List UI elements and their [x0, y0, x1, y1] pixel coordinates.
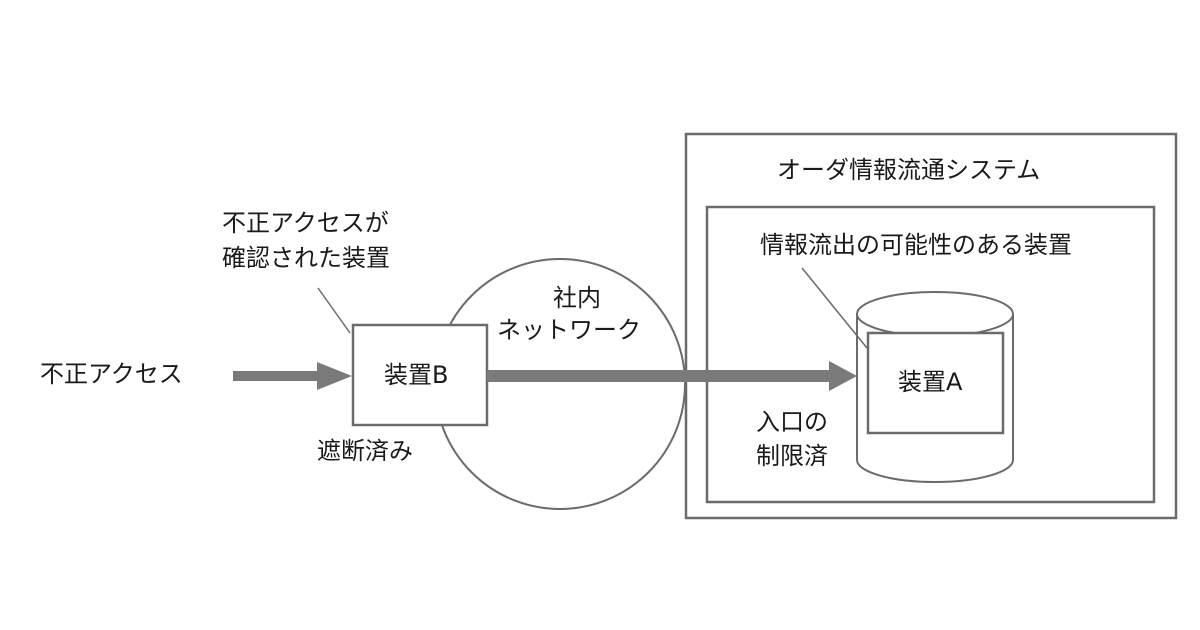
inner-zone-box — [705, 205, 1156, 504]
blocked-label: 遮断済み — [317, 437, 413, 465]
device-a-box — [866, 331, 1005, 435]
device-a-leader-line — [801, 267, 868, 349]
access-arrow — [233, 362, 352, 390]
entry-restricted-line2: 制限済 — [756, 442, 828, 470]
device-b-label: 装置B — [384, 361, 449, 389]
unauthorized-access-label: 不正アクセス — [40, 360, 183, 388]
propagation-arrow — [487, 361, 857, 391]
device-b-box — [351, 323, 489, 427]
leak-device-note: 情報流出の可能性のある装置 — [760, 231, 1072, 259]
device-b-note-line2: 確認された装置 — [222, 244, 390, 272]
internal-network-label-line1: 社内 — [553, 284, 601, 312]
device-b-note-line1: 不正アクセスが — [222, 209, 389, 237]
device-a-label: 装置A — [898, 368, 963, 396]
order-info-system-box — [684, 132, 1178, 520]
internal-network-label-line2: ネットワーク — [497, 316, 641, 344]
device-b-leader-line — [317, 287, 351, 334]
entry-restricted-line1: 入口の — [756, 408, 828, 436]
system-name-label: オーダ情報流通システム — [777, 156, 1041, 184]
